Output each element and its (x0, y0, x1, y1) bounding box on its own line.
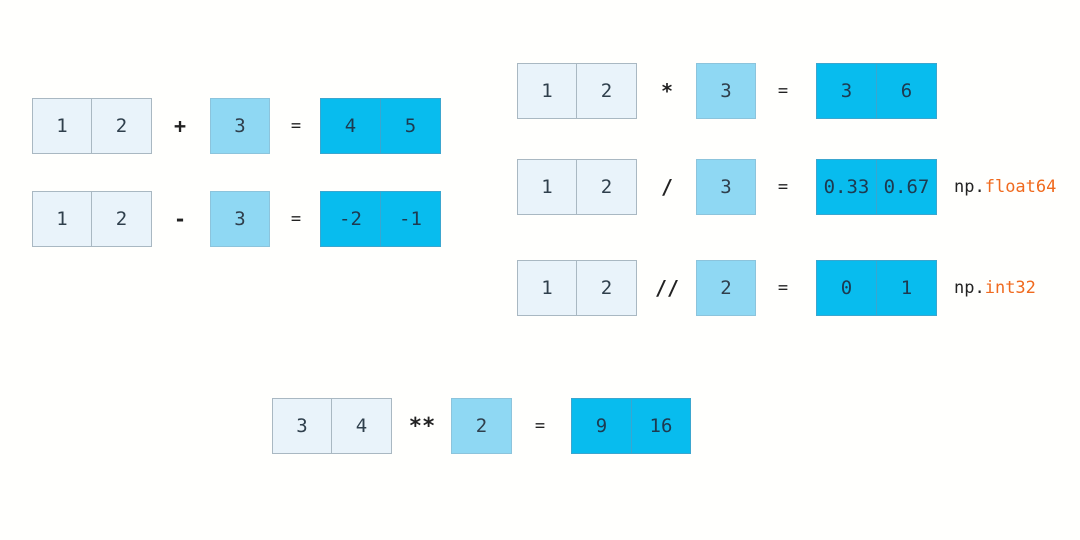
operand-cell: 3 (210, 98, 270, 154)
result-cell: -1 (380, 191, 441, 247)
result-cell: 16 (631, 398, 691, 454)
multiply-operator: * (660, 79, 674, 103)
equals-sign: = (777, 177, 789, 197)
result-cell: 5 (380, 98, 441, 154)
result-cell: 0 (816, 260, 877, 316)
array-cell: 2 (91, 191, 152, 247)
operand-cell: 2 (451, 398, 512, 454)
dtype-prefix: np. (954, 177, 985, 197)
result-cell: 6 (876, 63, 937, 119)
result-cell: 0.33 (816, 159, 877, 215)
power-operator: ** (408, 413, 436, 439)
equals-sign: = (290, 116, 302, 136)
array-cell: 1 (517, 63, 577, 119)
operand-cell: 2 (696, 260, 756, 316)
result-cell: 4 (320, 98, 381, 154)
dtype-label: np.int32 (954, 260, 1036, 316)
dtype-name: int32 (984, 278, 1036, 298)
result-cell: 0.67 (876, 159, 937, 215)
equals-sign: = (777, 81, 789, 101)
result-cell: 9 (571, 398, 632, 454)
divide-operator: / (660, 175, 674, 199)
equals-sign: = (534, 416, 546, 436)
dtype-name: float64 (984, 177, 1057, 197)
operand-cell: 3 (696, 159, 756, 215)
array-cell: 1 (517, 260, 577, 316)
array-cell: 3 (272, 398, 332, 454)
operand-cell: 3 (210, 191, 270, 247)
result-cell: -2 (320, 191, 381, 247)
array-cell: 4 (331, 398, 392, 454)
array-cell: 1 (32, 98, 92, 154)
floor-divide-operator: // (654, 276, 680, 300)
array-cell: 1 (517, 159, 577, 215)
equals-sign: = (777, 278, 789, 298)
plus-operator: + (173, 114, 187, 138)
equals-sign: = (290, 209, 302, 229)
array-cell: 2 (576, 260, 637, 316)
array-cell: 1 (32, 191, 92, 247)
operand-cell: 3 (696, 63, 756, 119)
minus-operator: - (173, 207, 187, 231)
array-cell: 2 (91, 98, 152, 154)
dtype-prefix: np. (954, 278, 985, 298)
result-cell: 3 (816, 63, 877, 119)
array-cell: 2 (576, 159, 637, 215)
array-cell: 2 (576, 63, 637, 119)
result-cell: 1 (876, 260, 937, 316)
dtype-label: np.float64 (954, 159, 1056, 215)
